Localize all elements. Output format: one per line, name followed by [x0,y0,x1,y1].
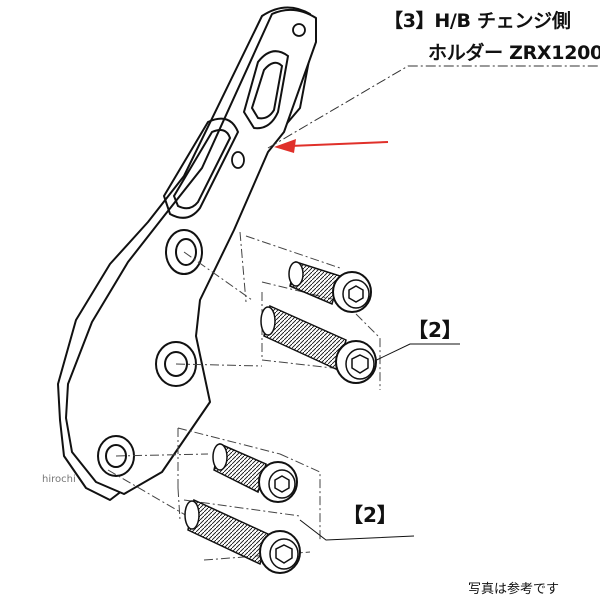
reference-photo-disclaimer: 写真は参考です [468,582,560,597]
callout-bolt-set-upper: 【2】 [408,318,462,342]
top-hole [292,23,306,37]
button-head-hex-bolt-icon [288,261,372,313]
small-hole [231,151,245,169]
part-name-line1: 【3】H/B チェンジ側 [384,10,571,32]
middle-slot [162,117,240,219]
watermark: hirochi [42,474,76,485]
button-head-hex-bolt-icon [212,442,298,503]
callout-leaders [299,343,460,541]
part-name-leader [267,65,600,149]
button-head-hex-bolt-icon [260,304,377,384]
mounting-hole-upper [165,229,203,275]
part-name-line2: ホルダー ZRX1200 [428,42,600,64]
upper-slot [242,50,290,130]
callout-bolt-set-lower: 【2】 [343,503,397,527]
red-arrow-icon [274,139,389,153]
button-head-hex-bolt-icon [184,498,301,574]
